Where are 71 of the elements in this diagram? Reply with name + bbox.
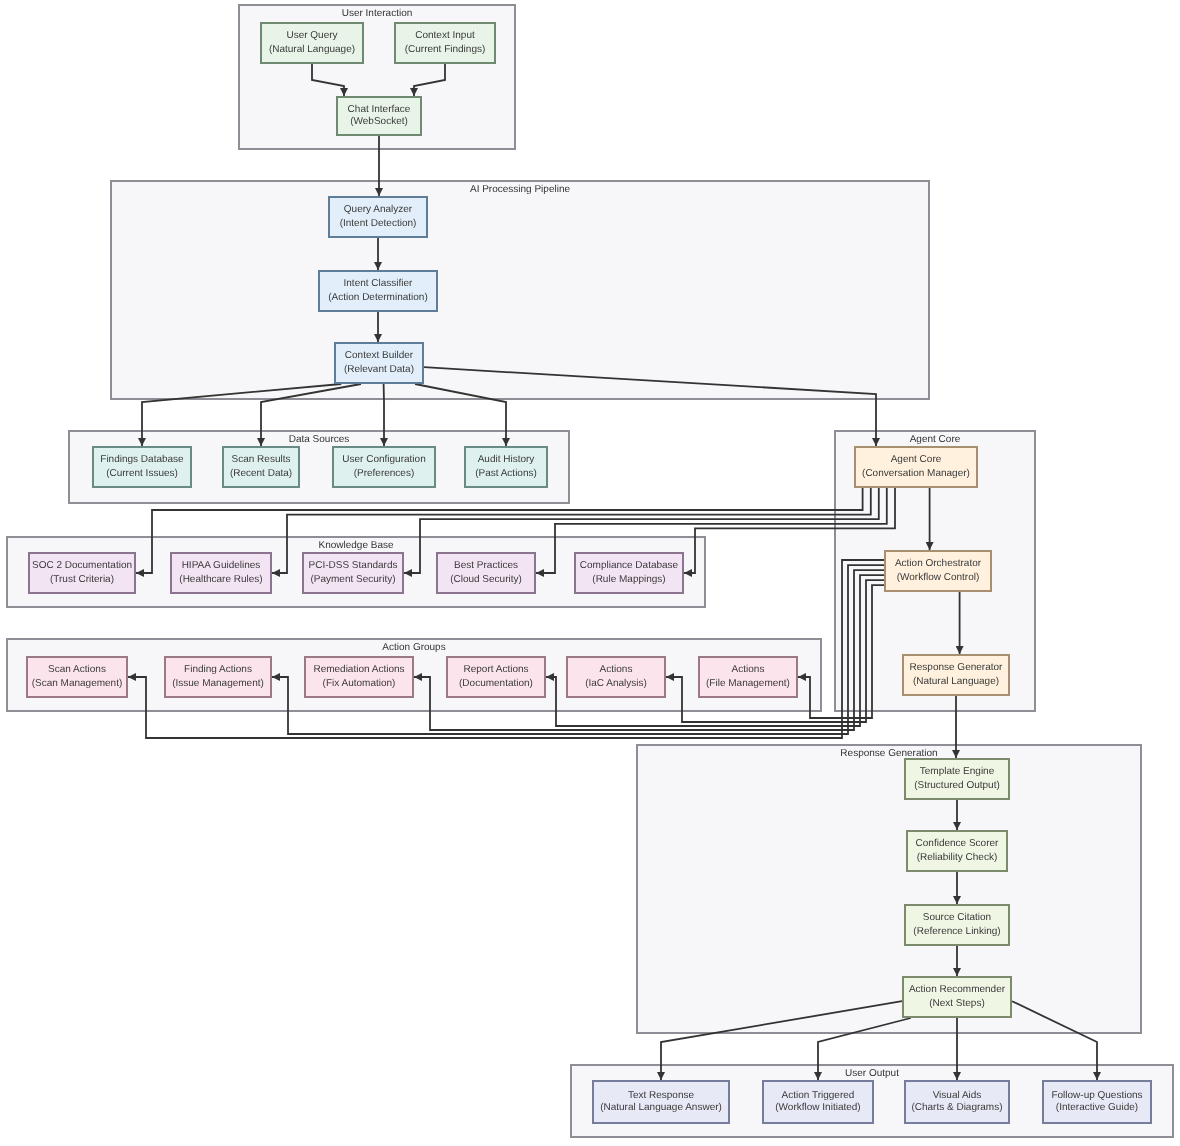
group-panel (110, 180, 930, 400)
process-box (222, 446, 300, 488)
process-box (92, 446, 192, 488)
process-box (904, 1080, 1010, 1124)
process-box (304, 656, 414, 698)
arrow (797, 584, 885, 719)
process-box (762, 1080, 874, 1124)
process-box (28, 552, 136, 594)
process-box (328, 196, 428, 238)
arrow (665, 579, 885, 723)
arrow (271, 487, 872, 577)
arrow (925, 487, 934, 551)
arrow (375, 135, 383, 197)
group-panel (6, 638, 822, 712)
arrow (423, 366, 880, 447)
process-box (334, 342, 424, 384)
process-box (854, 446, 978, 488)
arrow (953, 799, 961, 831)
arrow (1011, 1000, 1101, 1081)
arrow (953, 945, 961, 977)
arrow (257, 383, 362, 447)
process-box (170, 552, 272, 594)
process-box (902, 654, 1010, 696)
group-panel (238, 4, 516, 150)
process-box (464, 446, 548, 488)
arrow (271, 564, 885, 735)
arrow (127, 559, 885, 739)
arrow (414, 383, 510, 447)
group-panel (6, 536, 706, 608)
group-panel (68, 430, 570, 504)
arrow (683, 487, 896, 577)
group-panel (570, 1064, 1174, 1138)
process-box (698, 656, 798, 698)
process-box (436, 552, 536, 594)
process-box (904, 904, 1010, 946)
process-box (592, 1080, 730, 1124)
process-box (446, 656, 546, 698)
process-box (318, 270, 438, 312)
process-box (906, 830, 1008, 872)
arrow (138, 383, 343, 447)
process-box (574, 552, 684, 594)
arrow (374, 237, 382, 271)
process-box (394, 22, 496, 64)
arrow (545, 574, 885, 727)
process-box (260, 22, 364, 64)
arrow (403, 487, 880, 577)
arrow (374, 311, 382, 343)
arrow (814, 1017, 912, 1081)
process-box (302, 552, 404, 594)
process-box (904, 758, 1010, 800)
arrow (952, 695, 960, 759)
arrow (953, 1017, 961, 1081)
group-panel (636, 744, 1142, 1034)
process-box (26, 656, 128, 698)
arrow (380, 383, 388, 447)
arrow (413, 569, 885, 731)
arrow (410, 63, 446, 97)
process-box (336, 96, 422, 136)
process-box (884, 550, 992, 592)
group-panel (834, 430, 1036, 712)
process-box (566, 656, 666, 698)
process-box (332, 446, 436, 488)
arrow (953, 871, 961, 905)
process-box (1042, 1080, 1152, 1124)
process-box (164, 656, 272, 698)
arrow (311, 63, 348, 97)
arrow (535, 487, 888, 577)
arrow (135, 487, 864, 577)
arrow (955, 591, 964, 655)
arrow (657, 1000, 903, 1081)
process-box (902, 976, 1012, 1018)
